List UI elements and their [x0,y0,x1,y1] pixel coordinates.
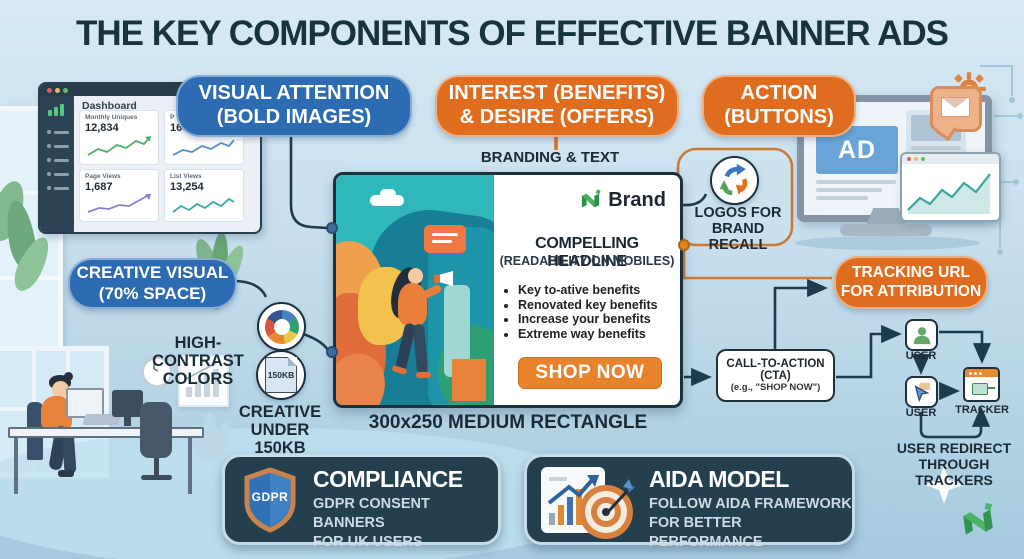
bullet-item: Renovated key benefits [518,298,658,313]
banner-headline: COMPELLING HEADLINE [535,235,639,270]
callout-line: CREATIVE VISUAL [76,263,229,283]
tracker-browser-icon [963,367,1000,402]
compliance-panel: GDPR COMPLIANCE GDPR CONSENT BANNERS FOR… [222,454,501,550]
callout-line: FOR ATTRIBUTION [840,282,982,300]
file-size-icon: 150KB [256,350,306,400]
brand-cycle-icon [710,156,759,205]
bullet-item: Key to-ative benefits [518,283,658,298]
callout-interest-desire: INTEREST (BENEFITS) & DESIRE (OFFERS) [435,75,679,137]
bullet-item: Increase your benefits [518,312,658,327]
page-title: THE KEY COMPONENTS OF EFFECTIVE BANNER A… [76,14,949,53]
brand-logo-watermark [963,502,993,535]
callout-line: (BOLD IMAGES) [216,106,372,128]
brand-logo-icon [582,189,601,208]
ad-label: AD [837,135,877,164]
callout-visual-attention: VISUAL ATTENTION (BOLD IMAGES) [176,75,412,137]
sparkline-teal [172,197,235,213]
compliance-title: COMPLIANCE [313,466,463,492]
label-branding-text: BRANDING & TEXT [480,149,620,166]
label-user-bottom: USER [905,407,937,419]
banner-subheadline: (READABILITY ON MOBILES) [499,254,675,268]
callout-line: INTEREST (BENEFITS) [448,82,666,105]
dashboard-title: Dashboard [82,100,137,112]
gdpr-badge-text: GDPR [251,490,289,504]
sparkline-green [87,136,151,156]
call-to-action-box: CALL-TO-ACTION (CTA) (e.g., "SHOP NOW") [716,349,835,402]
callout-line: & DESIRE (OFFERS) [459,106,655,128]
banner-illustration [336,175,494,405]
callout-line: (70% SPACE) [98,283,207,303]
connector-dot-blue-bottom [326,346,338,358]
stat-card-monthly-uniques: Monthly Uniques 12,834 [79,110,159,165]
stat-card-page-views: Page Views 1,687 [79,169,159,222]
monitor-stand [866,208,906,226]
file-size-badge: 150KB [267,370,295,380]
message-bubble-icon [930,86,982,141]
color-wheel-icon [257,302,306,351]
chart-bars-icon [48,104,64,116]
label-high-contrast-colors: HIGH-CONTRAST COLORS [152,334,244,389]
aida-title: AIDA MODEL [649,466,789,492]
compliance-subtitle: GDPR CONSENT BANNERS FOR UK USERS [313,496,430,550]
aida-subtitle: FOLLOW AIDA FRAMEWORK FOR BETTER PERFORM… [649,496,852,550]
wall-chart-frame [178,355,229,407]
banner-ad-mockup: Brand COMPELLING HEADLINE (READABILITY O… [333,172,683,408]
shop-now-button[interactable]: SHOP NOW [518,357,662,389]
user-click-icon [905,376,938,408]
illustrated-woman [385,257,468,397]
label-banner-size: 300x250 MEDIUM RECTANGLE [368,412,648,433]
cloud-shape [370,195,404,206]
sparkle-star-decoration [925,466,963,504]
benefit-bullet-list: Key to-ative benefits Renovated key bene… [506,283,658,341]
callout-action-buttons: ACTION (BUTTONS) [702,75,856,137]
aida-model-panel: AIDA MODEL FOLLOW AIDA FRAMEWORK FOR BET… [524,454,855,550]
callout-line: TRACKING URL [852,264,970,282]
brand-logo-row: Brand [578,188,666,213]
chat-bubble-shape [424,225,466,253]
dashboard-sidebar [40,96,74,232]
wall-clock [141,356,173,388]
connector-dot-blue-top [326,222,338,234]
monitor-shadow [795,236,980,250]
sparkline-blue [172,139,235,156]
office-chair [140,402,172,458]
envelope-icon [941,97,970,117]
callout-creative-visual: CREATIVE VISUAL (70% SPACE) [68,258,237,309]
megaphone-icon [436,271,453,286]
label-user-top: USER [905,350,937,362]
callout-tracking-url: TRACKING URL FOR ATTRIBUTION [834,256,988,309]
brand-name: Brand [608,189,666,211]
label-creative-under-150kb: CREATIVE UNDER 150KB [238,403,322,458]
callout-line: VISUAL ATTENTION [198,82,390,105]
sparkline-purple [87,194,151,213]
banner-text-side: Brand COMPELLING HEADLINE (READABILITY O… [494,175,680,405]
user-person-icon [905,319,938,351]
label-tracker: TRACKER [955,404,1009,416]
line-chart-icon [907,173,991,214]
monitor-base [840,224,932,236]
label-logos-brand-recall: LOGOS FOR BRAND RECALL [694,205,782,253]
ad-placement-box: AD [816,126,898,174]
label-user-redirect: USER REDIRECT THROUGH TRACKERS [896,440,1012,489]
callout-line: (BUTTONS) [724,106,834,128]
analytics-popup-window [900,152,1001,222]
connector-dot-orange [678,239,690,251]
dart-arrow [605,479,635,515]
callout-line: ACTION [740,82,818,105]
gdpr-shield-icon: GDPR [242,466,298,534]
stat-card-list-views: List Views 13,254 [164,169,244,222]
bullet-item: Extreme way benefits [518,327,658,342]
